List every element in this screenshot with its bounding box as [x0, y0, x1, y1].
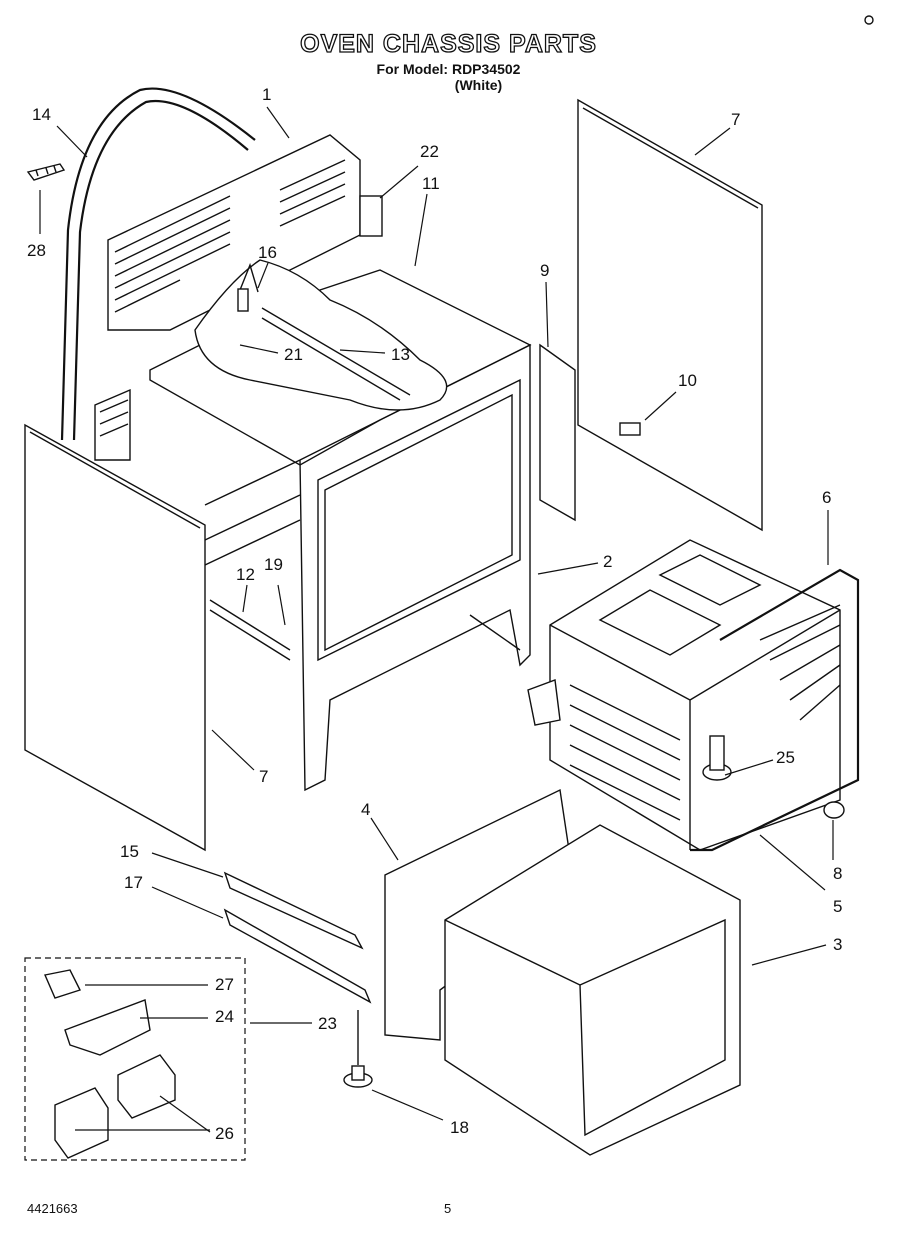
- part-7-left-side-panel: [24, 423, 206, 852]
- callout-5: 5: [833, 897, 843, 916]
- callout-19: 19: [264, 555, 283, 574]
- document-number: 4421663: [27, 1201, 78, 1216]
- callout-21: 21: [284, 345, 303, 364]
- part-7-right-side-panel: [577, 98, 763, 532]
- part-3-insulation: [444, 824, 741, 1156]
- part-2-chassis-frame: [149, 259, 532, 792]
- part-15-rail: [223, 871, 364, 950]
- part-23-hardware-kit: [24, 957, 246, 1161]
- callout-28: 28: [27, 241, 46, 260]
- callout-13: 13: [391, 345, 410, 364]
- callout-23: 23: [318, 1014, 337, 1033]
- callout-27: 27: [215, 975, 234, 994]
- callout-7-left: 7: [259, 767, 269, 786]
- callout-6: 6: [822, 488, 832, 507]
- part-9-strip: [539, 343, 576, 522]
- model-line: For Model: RDP34502: [376, 61, 521, 77]
- callout-3: 3: [833, 935, 843, 954]
- part-28-bracket: [26, 163, 66, 181]
- page-number: 5: [444, 1201, 452, 1216]
- part-5-oven-liner: [527, 539, 841, 851]
- callout-2: 2: [603, 552, 613, 571]
- callout-26: 26: [215, 1124, 234, 1143]
- corner-mark: [864, 15, 874, 25]
- callout-15: 15: [120, 842, 139, 861]
- callout-14: 14: [32, 105, 51, 124]
- part-22-hinge: [359, 195, 383, 237]
- callout-25: 25: [776, 748, 795, 767]
- leader-lines: [39, 106, 834, 1133]
- part-17-rail: [223, 908, 372, 1004]
- part-10-screw: [619, 422, 641, 436]
- callout-16: 16: [258, 243, 277, 262]
- part-6-oven-rack: [690, 568, 860, 852]
- callout-17: 17: [124, 873, 143, 892]
- callout-4: 4: [361, 800, 371, 819]
- diagram-title: OVEN CHASSIS PARTS: [299, 29, 597, 58]
- callout-10: 10: [678, 371, 697, 390]
- callout-11: 11: [422, 174, 440, 193]
- callout-22: 22: [420, 142, 439, 161]
- callout-8: 8: [833, 864, 843, 883]
- part-18-leveling-leg: [343, 1010, 373, 1088]
- part-8-cap: [823, 801, 845, 819]
- part-14-rear-frame: [60, 87, 256, 441]
- callout-24: 24: [215, 1007, 234, 1026]
- callout-1: 1: [262, 85, 272, 104]
- callout-7-right: 7: [731, 110, 741, 129]
- callout-9: 9: [540, 261, 550, 280]
- color-line: (White): [454, 77, 503, 93]
- callout-18: 18: [450, 1118, 469, 1137]
- callout-12: 12: [236, 565, 255, 584]
